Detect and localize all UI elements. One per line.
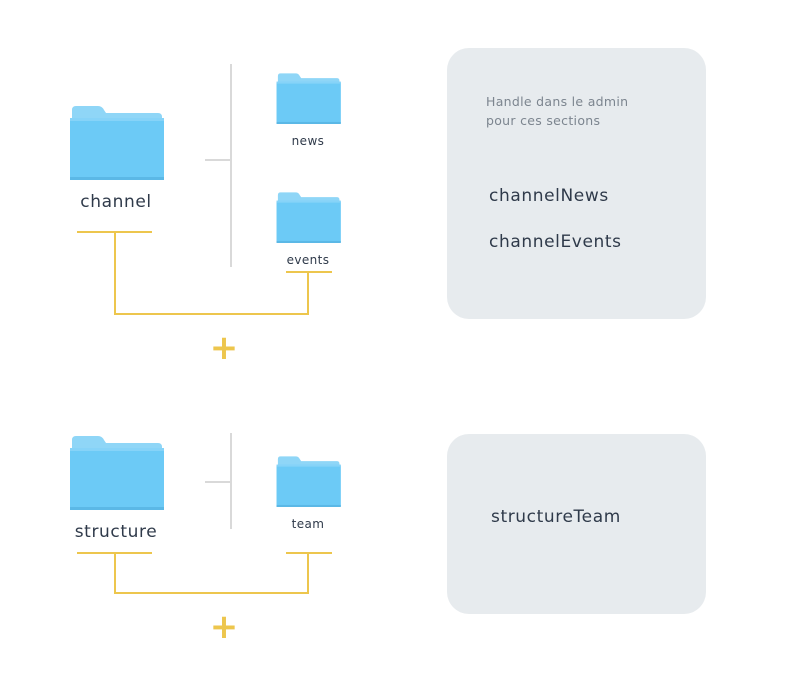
- branch-line: [205, 481, 232, 483]
- connector-bottom: [114, 592, 309, 594]
- plus-icon: +: [209, 328, 239, 368]
- divider-line: [230, 64, 232, 267]
- folder-label-structure: structure: [74, 522, 158, 542]
- connector-left-vertical: [114, 231, 116, 315]
- folder-icon: [275, 455, 341, 507]
- connector-underline-child: [286, 552, 332, 554]
- folder-label-news: news: [291, 134, 325, 148]
- folder-icon: [68, 434, 164, 510]
- folder-label-team: team: [291, 517, 325, 531]
- handles-card-channel: Handle dans le admin pour ces sections c…: [447, 48, 706, 319]
- connector-right-vertical: [307, 552, 309, 594]
- connector-right-vertical: [307, 271, 309, 315]
- handles-card-structure: structureTeam: [447, 434, 706, 614]
- connector-left-vertical: [114, 552, 116, 594]
- card-note: Handle dans le admin pour ces sections: [486, 94, 629, 128]
- folder-label-channel: channel: [80, 192, 152, 212]
- folder-icon: [275, 72, 341, 124]
- handle-channel-news: channelNews: [489, 186, 609, 206]
- connector-underline-child: [286, 271, 332, 273]
- folder-icon: [68, 104, 164, 180]
- folder-icon: [275, 191, 341, 243]
- connector-bottom: [114, 313, 309, 315]
- branch-line: [205, 159, 232, 161]
- folder-label-events: events: [286, 253, 330, 267]
- handle-structure-team: structureTeam: [491, 507, 621, 527]
- handle-channel-events: channelEvents: [489, 232, 622, 252]
- plus-icon: +: [209, 607, 239, 647]
